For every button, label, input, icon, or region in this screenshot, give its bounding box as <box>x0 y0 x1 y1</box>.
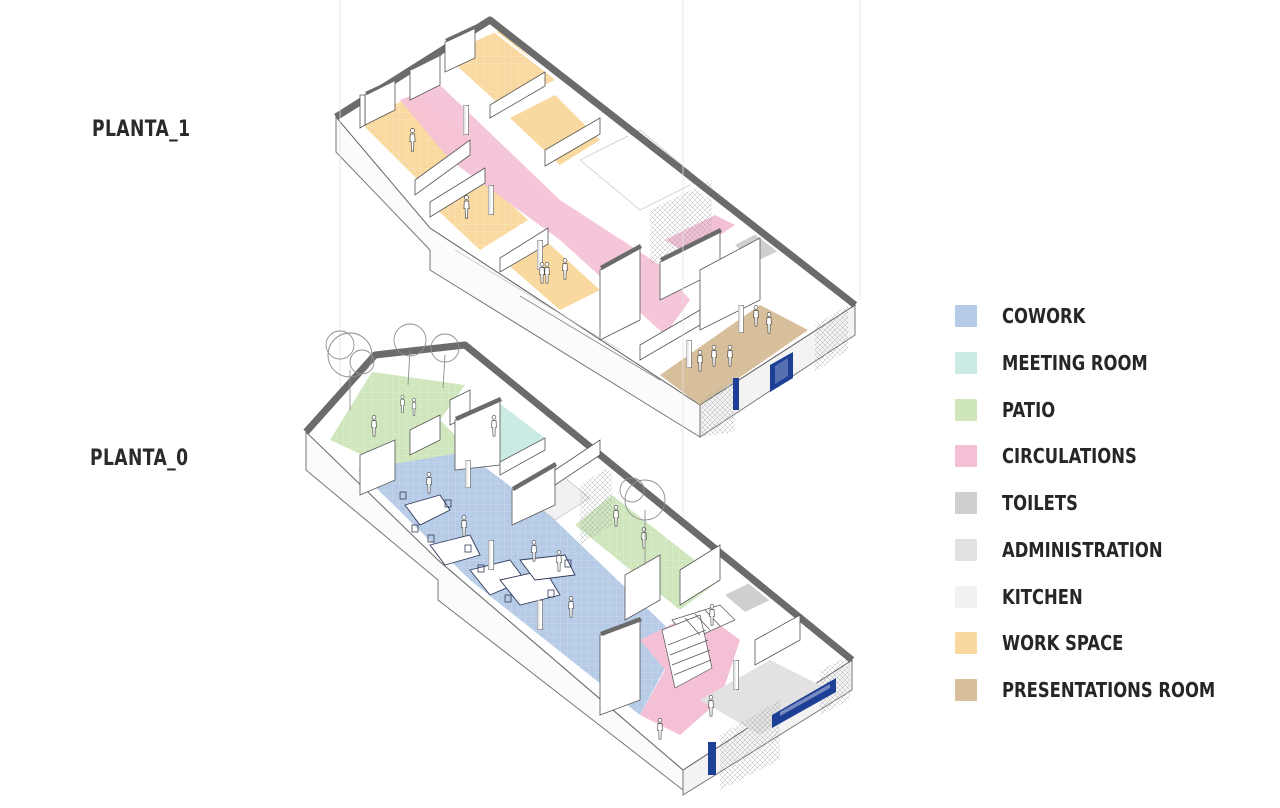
legend-item-circulations: CIRCULATIONS <box>955 440 1275 487</box>
partition-walls <box>359 389 801 716</box>
facade-screen <box>815 305 848 372</box>
legend-swatch <box>955 351 977 374</box>
legend-label: CIRCULATIONS <box>1002 444 1137 469</box>
legend-item-cowork: COWORK <box>955 300 1275 347</box>
legend-label: KITCHEN <box>1002 584 1083 609</box>
legend-swatch <box>955 538 977 561</box>
cowork-tables <box>404 494 576 606</box>
work-space-zone <box>505 240 600 310</box>
legend-item-work-space: WORK SPACE <box>955 627 1275 674</box>
legend-item-toilets: TOILETS <box>955 487 1275 534</box>
legend-swatch <box>955 679 977 701</box>
chairs <box>399 491 572 603</box>
outer-wall-inner <box>313 350 846 661</box>
tree-icon <box>325 323 666 565</box>
legend-item-presentations-room: PRESENTATIONS ROOM <box>955 674 1275 721</box>
legend-swatch <box>955 632 977 655</box>
legend-swatch <box>955 445 977 468</box>
legend-label: MEETING ROOM <box>1002 350 1148 375</box>
staircase <box>661 604 736 689</box>
door <box>708 742 716 775</box>
legend-swatch <box>955 585 977 608</box>
presentations-room-zone <box>660 305 808 405</box>
floor-label-planta-1: PLANTA_1 <box>92 117 191 142</box>
door <box>770 352 793 392</box>
floor-label-planta-0: PLANTA_0 <box>90 446 189 471</box>
legend-label: PATIO <box>1002 397 1056 422</box>
legend-item-kitchen: KITCHEN <box>955 581 1275 628</box>
door <box>733 378 739 410</box>
legend-item-administration: ADMINISTRATION <box>955 534 1275 581</box>
legend-swatch <box>955 492 977 514</box>
facade-screen <box>720 700 780 790</box>
legend-item-meeting-room: MEETING ROOM <box>955 347 1275 394</box>
legend-swatch <box>955 305 977 327</box>
facade-screen <box>700 380 735 437</box>
legend-swatch <box>955 398 977 421</box>
door <box>772 678 836 728</box>
facade-screen <box>580 465 612 545</box>
legend-item-patio: PATIO <box>955 394 1275 441</box>
legend-label: PRESENTATIONS ROOM <box>1002 678 1216 702</box>
floor-plan-planta-0 <box>303 323 855 796</box>
legend-label: TOILETS <box>1002 491 1078 515</box>
outer-wall <box>303 341 855 663</box>
legend-label: ADMINISTRATION <box>1002 537 1163 562</box>
floor-plan-planta-1 <box>334 16 858 438</box>
facade-screen <box>650 180 712 265</box>
partition-wall-tops <box>365 25 722 270</box>
legend-label: WORK SPACE <box>1002 631 1124 656</box>
legend: COWORK MEETING ROOM PATIO CIRCULATIONS T… <box>955 300 1275 721</box>
legend-label: COWORK <box>1002 304 1086 328</box>
administration-zone <box>700 660 830 735</box>
